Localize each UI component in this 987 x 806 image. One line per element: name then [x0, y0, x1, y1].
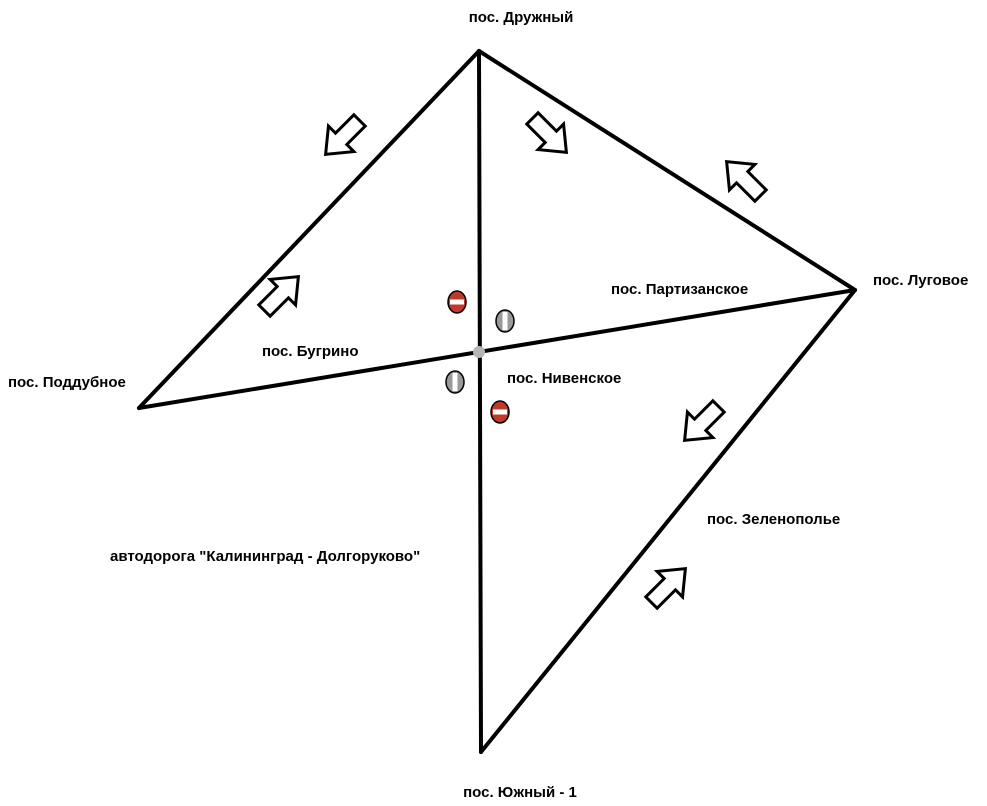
direction-arrows — [256, 110, 769, 611]
label-partizanskoe: пос. Партизанское — [611, 281, 748, 298]
label-bugrino: пос. Бугрино — [262, 343, 358, 360]
label-zelenopolye: пос. Зеленополье — [707, 511, 840, 528]
arrow-down-right-icon — [524, 110, 569, 155]
road-poddubnoe-lugovoe — [137, 288, 857, 410]
priority-sign-icon — [445, 370, 465, 394]
label-road-kaliningrad-dolgorukovo: автодорога "Калининград - Долгоруково" — [110, 548, 420, 565]
arrow-down-left-icon — [323, 112, 368, 157]
label-nivenskoe: пос. Нивенское — [507, 370, 621, 387]
arrow-up-right-icon — [256, 274, 301, 319]
label-yuzhny: пос. Южный - 1 — [463, 784, 577, 801]
road-network — [137, 49, 857, 754]
arrow-up-right-icon — [643, 566, 688, 611]
label-poddubnoe: пос. Поддубное — [8, 374, 126, 391]
no-entry-sign-icon — [490, 400, 510, 424]
road-druzhny-poddubnoe — [137, 49, 481, 410]
priority-sign-icon — [495, 309, 515, 333]
label-druzhny: пос. Дружный — [469, 9, 574, 26]
arrow-down-left-icon — [682, 398, 727, 443]
place-labels: пос. Дружный пос. Луговое пос. Партизанс… — [8, 9, 968, 801]
intersection-marker — [473, 346, 485, 358]
no-entry-sign-icon — [447, 290, 467, 314]
road-druzhny-yuzhny — [477, 49, 483, 754]
road-lugovoe-yuzhny — [479, 288, 857, 754]
road-druzhny-lugovoe — [477, 49, 857, 292]
road-signs — [445, 290, 515, 424]
arrow-up-left-icon — [724, 159, 769, 204]
label-lugovoe: пос. Луговое — [873, 272, 968, 289]
